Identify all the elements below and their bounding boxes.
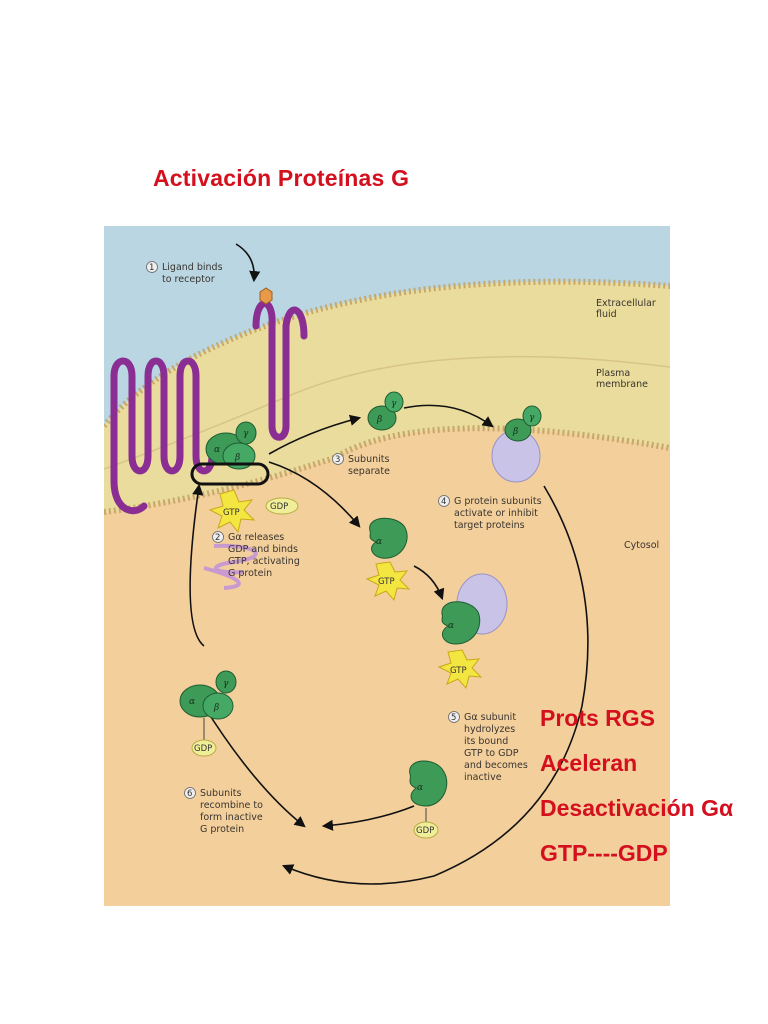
step-text-line: GDP and binds: [228, 544, 298, 555]
step-text-line: form inactive: [200, 812, 263, 823]
step-number: 2: [215, 533, 220, 543]
gamma-label: γ: [243, 429, 249, 439]
gtp-label: GTP: [378, 577, 395, 587]
annotation-line-1: Prots RGS: [540, 696, 768, 741]
slide-title: Activación Proteínas G: [153, 165, 409, 192]
gamma-label: γ: [391, 399, 397, 409]
alpha-label: α: [417, 783, 423, 793]
ligand-hexagon: [260, 288, 272, 304]
step-text-line: G protein subunits: [454, 496, 542, 507]
step-text-line: Ligand binds: [162, 262, 223, 273]
step-number: 4: [441, 497, 446, 507]
gtp-label: GTP: [223, 508, 240, 518]
step-text-line: GTP to GDP: [464, 748, 519, 759]
gdp-oval-step2: GDP: [266, 498, 298, 514]
gamma-label: γ: [223, 679, 229, 689]
gdp-label: GDP: [270, 502, 288, 512]
step-text-line: Gα subunit: [464, 712, 516, 723]
step-text-line: G protein: [200, 824, 244, 835]
beta-label: β: [234, 453, 240, 463]
step-number: 1: [149, 263, 154, 273]
alpha-label: α: [448, 621, 454, 631]
gdp-label: GDP: [416, 826, 434, 836]
step-text-line: GTP, activating: [228, 556, 300, 567]
step-number: 5: [451, 713, 456, 723]
step-text-line: Subunits: [200, 788, 241, 799]
step-text-line: hydrolyzes: [464, 724, 515, 735]
step-text-line: activate or inhibit: [454, 508, 538, 519]
gtp-label: GTP: [450, 666, 467, 676]
alpha-label: α: [214, 445, 220, 455]
alpha-label: α: [189, 697, 195, 707]
beta-label: β: [376, 415, 382, 425]
beta-label: β: [512, 427, 518, 437]
step-text-line: target proteins: [454, 520, 525, 531]
gamma-label: γ: [529, 413, 535, 423]
step-text-line: Subunits: [348, 454, 389, 465]
cytosol-label: Cytosol: [624, 540, 659, 551]
step-number: 3: [335, 455, 340, 465]
annotation-line-4: GTP----GDP: [540, 831, 768, 876]
step-text-line: Gα releases: [228, 532, 284, 543]
step-text-line: its bound: [464, 736, 508, 747]
step-text-line: inactive: [464, 772, 502, 783]
annotation-line-3: Desactivación Gα: [540, 786, 768, 831]
beta-label: β: [213, 703, 219, 713]
step-text-line: G protein: [228, 568, 272, 579]
rgs-annotation: Prots RGS Aceleran Desactivación Gα GTP-…: [540, 696, 768, 876]
gdp-label: GDP: [194, 744, 212, 754]
step-text-line: to receptor: [162, 274, 215, 285]
step-text-line: recombine to: [200, 800, 263, 811]
alpha-label: α: [376, 537, 382, 547]
step-text-line: and becomes: [464, 760, 528, 771]
step-text-line: separate: [348, 466, 390, 477]
annotation-line-2: Aceleran: [540, 741, 768, 786]
step-number: 6: [187, 789, 192, 799]
